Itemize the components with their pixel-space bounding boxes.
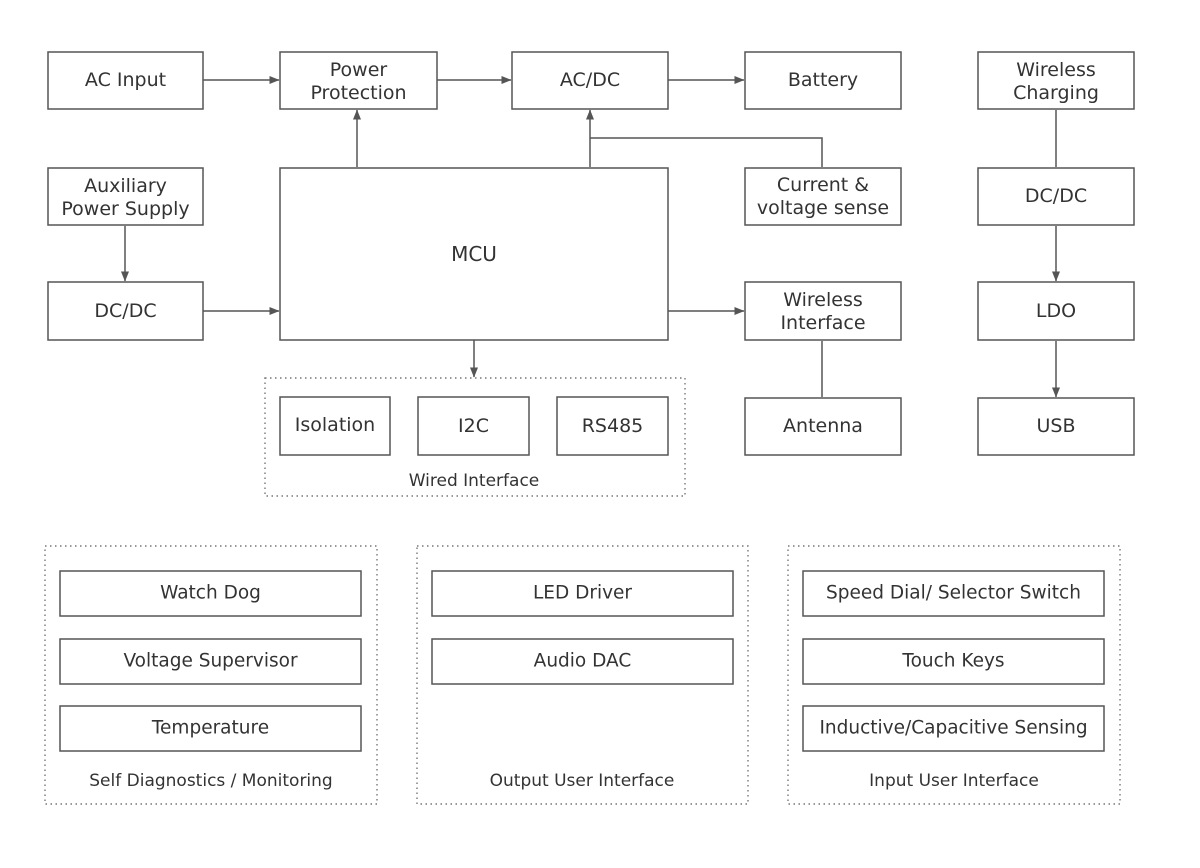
wireless-charging-label-line-1: Wireless	[1016, 59, 1096, 81]
antenna-label: Antenna	[783, 415, 863, 437]
power-protection-label-line-2: Protection	[310, 82, 406, 104]
touch-keys-label: Touch Keys	[901, 651, 1004, 672]
current-voltage-sense-block: Current & voltage sense	[744, 167, 902, 226]
power-protection-block: Power Protection	[279, 51, 438, 110]
power-protection-label-line-1: Power	[330, 59, 388, 81]
wireless-interface-block: Wireless Interface	[744, 281, 902, 341]
auxiliary-power-supply-label-line-2: Power Supply	[61, 198, 189, 220]
battery-block: Battery	[744, 51, 902, 110]
current-voltage-sense-label-line-2: voltage sense	[757, 197, 889, 219]
usb-block: USB	[977, 397, 1135, 456]
self-diagnostics-label: Self Diagnostics / Monitoring	[89, 771, 332, 791]
audio-dac-block: Audio DAC	[431, 638, 734, 685]
led-driver-label: LED Driver	[533, 583, 632, 604]
ac-dc-label: AC/DC	[560, 69, 620, 91]
temperature-block: Temperature	[59, 705, 362, 752]
usb-label: USB	[1036, 415, 1075, 437]
rs485-block: RS485	[556, 396, 669, 456]
i2c-block: I2C	[417, 396, 530, 456]
wired-interface-label: Wired Interface	[409, 471, 540, 491]
wireless-interface-label-line-2: Interface	[780, 312, 865, 334]
wireless-interface-label-line-1: Wireless	[783, 289, 863, 311]
temperature-label: Temperature	[151, 718, 269, 739]
inductive-capacitive-block: Inductive/Capacitive Sensing	[802, 705, 1105, 752]
dc-dc-aux-label: DC/DC	[94, 300, 156, 322]
wired-interface-group: Isolation I2C RS485 Wired Interface	[264, 377, 686, 497]
line-current-sense-to-ac-dc	[590, 137, 823, 167]
rs485-label: RS485	[582, 415, 644, 437]
self-diagnostics-group: Watch Dog Voltage Supervisor Temperature…	[44, 545, 378, 805]
ldo-block: LDO	[977, 281, 1135, 341]
voltage-supervisor-block: Voltage Supervisor	[59, 638, 362, 685]
output-ui-label: Output User Interface	[490, 771, 675, 791]
dc-dc-charging-block: DC/DC	[977, 167, 1135, 226]
speed-dial-label: Speed Dial/ Selector Switch	[826, 583, 1081, 604]
auxiliary-power-supply-block: Auxiliary Power Supply	[47, 167, 204, 226]
input-ui-group: Speed Dial/ Selector Switch Touch Keys I…	[787, 545, 1121, 805]
led-driver-block: LED Driver	[431, 570, 734, 617]
output-ui-group: LED Driver Audio DAC Output User Interfa…	[416, 545, 749, 805]
auxiliary-power-supply-label-line-1: Auxiliary	[84, 175, 167, 197]
voltage-supervisor-label: Voltage Supervisor	[123, 651, 298, 672]
input-ui-label: Input User Interface	[869, 771, 1039, 791]
mcu-block: MCU	[279, 167, 669, 341]
speed-dial-block: Speed Dial/ Selector Switch	[802, 570, 1105, 617]
isolation-block: Isolation	[279, 396, 391, 456]
battery-label: Battery	[788, 69, 858, 91]
i2c-label: I2C	[458, 415, 489, 437]
dc-dc-charging-label: DC/DC	[1025, 185, 1087, 207]
wireless-charging-block: Wireless Charging	[977, 51, 1135, 110]
current-voltage-sense-label-line-1: Current &	[777, 174, 869, 196]
ac-input-label: AC Input	[85, 69, 166, 91]
watch-dog-block: Watch Dog	[59, 570, 362, 617]
isolation-label: Isolation	[295, 414, 375, 436]
watch-dog-label: Watch Dog	[160, 583, 261, 604]
antenna-block: Antenna	[744, 397, 902, 456]
connectors	[121, 76, 1060, 398]
ac-input-block: AC Input	[47, 51, 204, 110]
ldo-label: LDO	[1036, 300, 1076, 322]
wireless-charging-label-line-2: Charging	[1013, 82, 1099, 104]
touch-keys-block: Touch Keys	[802, 638, 1105, 685]
mcu-label: MCU	[451, 242, 497, 266]
dc-dc-aux-block: DC/DC	[47, 281, 204, 341]
audio-dac-label: Audio DAC	[534, 651, 632, 672]
ac-dc-block: AC/DC	[511, 51, 669, 110]
inductive-capacitive-label: Inductive/Capacitive Sensing	[819, 718, 1087, 739]
